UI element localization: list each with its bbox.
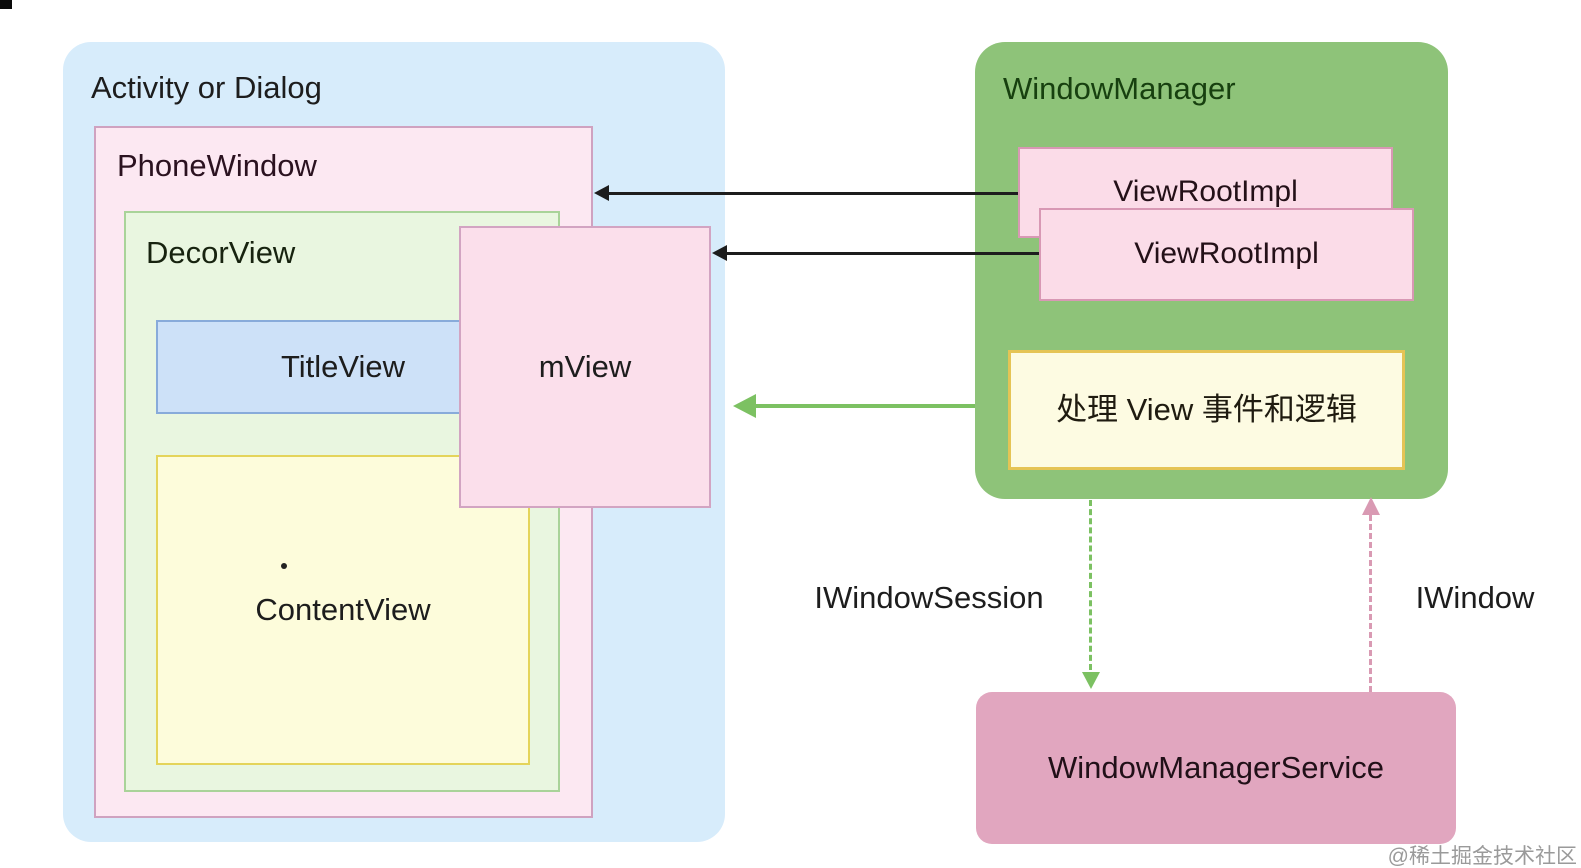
arrow-viewrootimpl-to-mview-head-icon [712,245,727,261]
m-view-box: mView [459,226,711,508]
handle-view-events-note-label: 处理 View 事件和逻辑 [1056,392,1357,428]
view-root-impl-back-label: ViewRootImpl [1113,175,1298,209]
arrow-note-to-activity-head-icon [733,394,756,418]
content-view-dot [281,563,287,569]
arrow-iwindowsession-head-icon [1082,672,1100,689]
activity-or-dialog-label: Activity or Dialog [91,70,322,105]
title-view-label: TitleView [280,349,406,385]
arrow-viewrootimpl-to-mview-line [726,252,1039,255]
arrow-viewrootimpl-to-phonewindow-head-icon [594,185,609,201]
arrow-iwindowsession-dashed-line [1089,500,1092,670]
handle-view-events-note-box: 处理 View 事件和逻辑 [1008,350,1405,470]
window-manager-label: WindowManager [1003,71,1236,106]
window-manager-service-label: WindowManagerService [1048,750,1384,786]
arrow-note-to-activity-line [754,404,975,408]
phone-window-label: PhoneWindow [117,148,317,183]
iwindow-label: IWindow [1415,580,1535,615]
view-root-impl-front-box: ViewRootImpl [1039,208,1414,301]
arrow-iwindow-head-icon [1362,497,1380,515]
m-view-label: mView [538,349,632,385]
arrow-viewrootimpl-to-phonewindow-line [608,192,1018,195]
view-root-impl-front-label: ViewRootImpl [1134,237,1319,271]
content-view-label: ContentView [255,592,431,628]
decor-view-label: DecorView [146,235,296,270]
window-manager-service-box: WindowManagerService [976,692,1456,844]
corner-artifact [0,0,12,9]
iwindowsession-label: IWindowSession [814,580,1044,615]
watermark: @稀土掘金技术社区 [1387,845,1577,868]
arrow-iwindow-dashed-line [1369,515,1372,692]
